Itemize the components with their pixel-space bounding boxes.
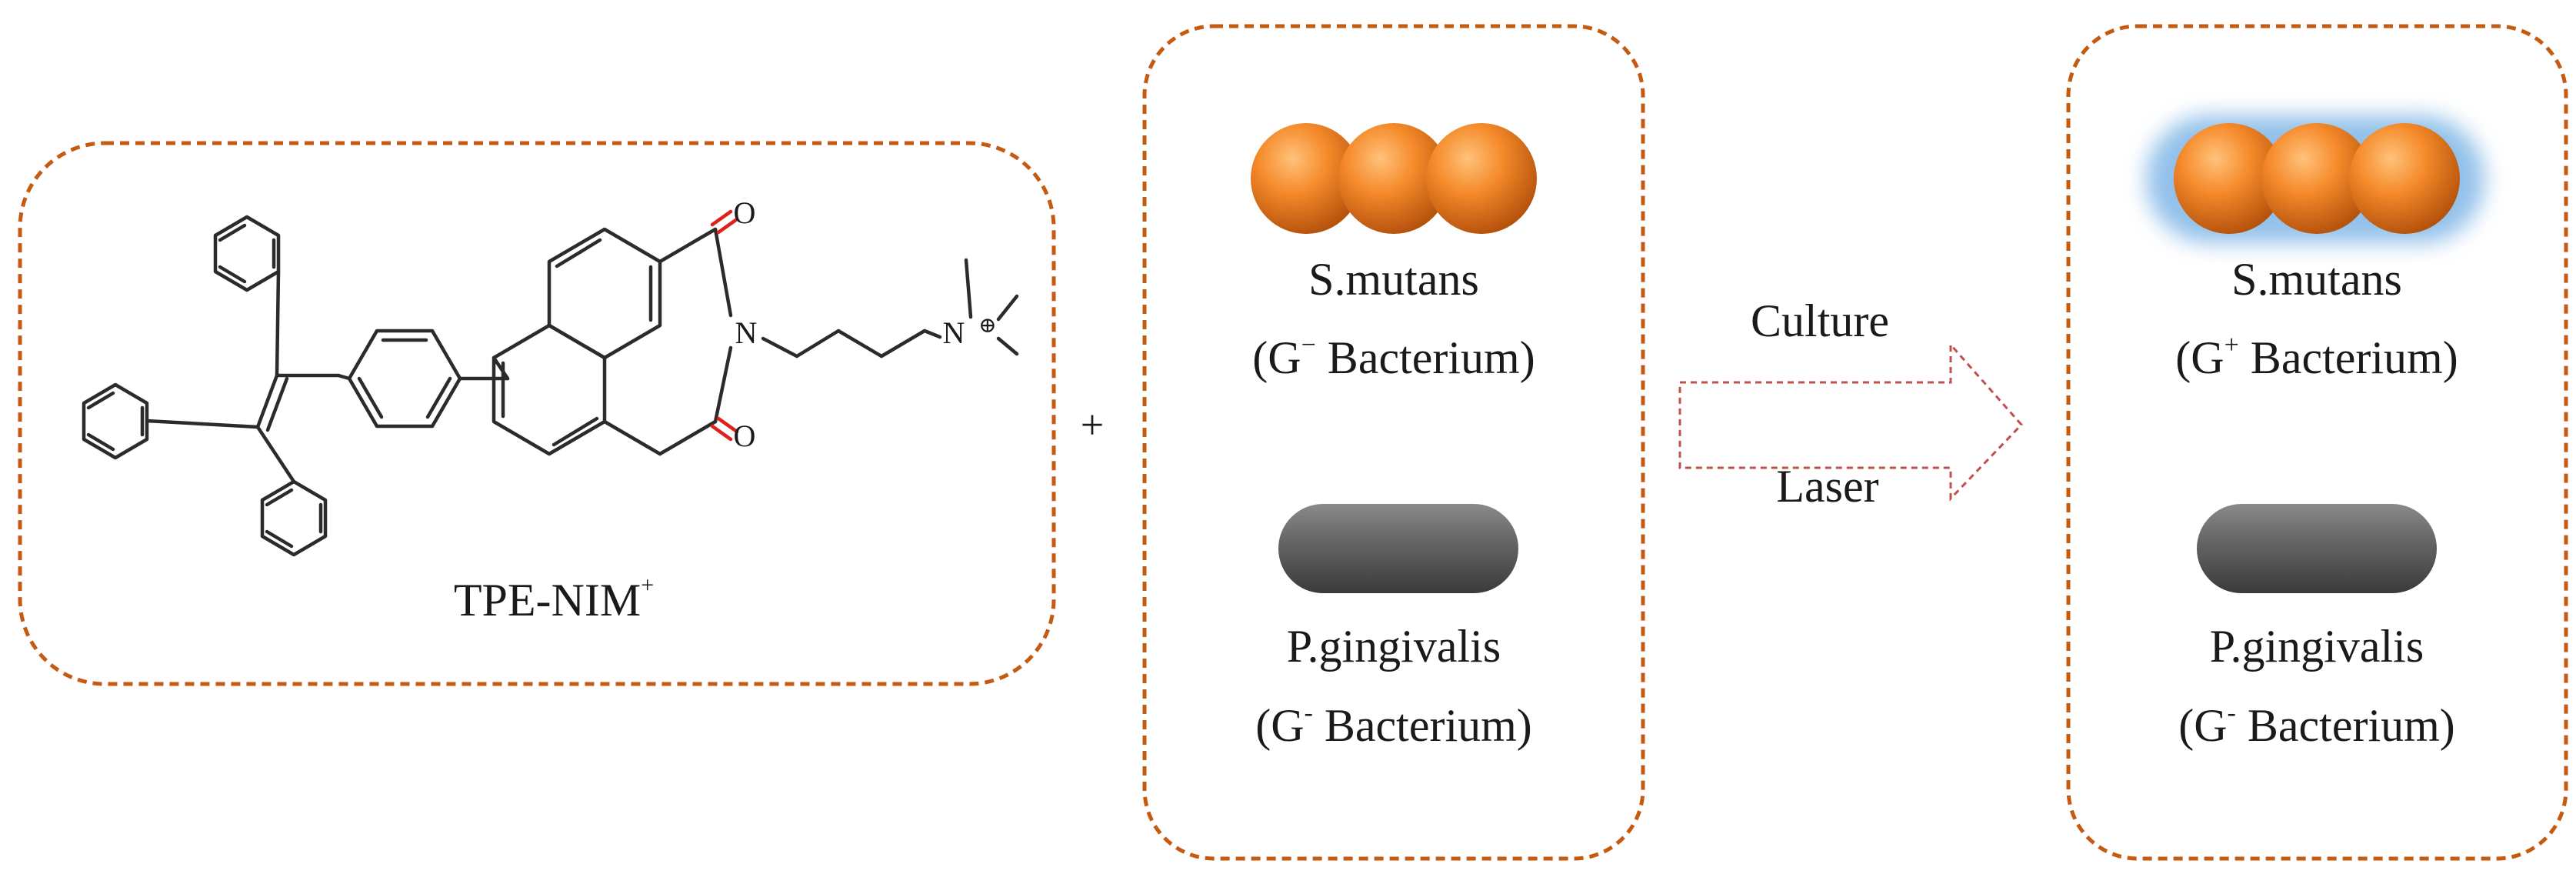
- process-arrow-icon: [1678, 342, 2024, 502]
- naphthalimide-core: [492, 227, 733, 456]
- s-mutans-cocci-after-glowing: [2146, 115, 2484, 243]
- after-s-mutans-name: S.mutans: [2231, 254, 2402, 305]
- oxygen-atom-top: O: [734, 195, 756, 230]
- p-gingivalis-rod-before: [1278, 504, 1518, 593]
- before-panel: [1142, 24, 1645, 861]
- before-p-gingivalis-name: P.gingivalis: [1287, 621, 1501, 672]
- oxygen-atom-bottom: O: [734, 419, 756, 453]
- phenyl-ring-top: [213, 215, 281, 292]
- phenyl-ring-bottom: [260, 479, 328, 557]
- process-label-culture: Culture: [1751, 295, 1889, 346]
- compound-name-text: TPE-NIM: [454, 575, 641, 625]
- before-p-gingivalis-gram: (G- Bacterium): [1255, 699, 1532, 751]
- compound-name: TPE-NIM+: [454, 572, 654, 625]
- p-gingivalis-rod-after: [2197, 504, 2437, 593]
- phenylene-ring: [347, 329, 462, 429]
- compound-charge-superscript: +: [641, 572, 654, 598]
- after-panel: [2066, 24, 2568, 861]
- process-label-laser: Laser: [1776, 461, 1878, 512]
- ammonium-nitrogen-atom: N: [943, 315, 965, 350]
- after-p-gingivalis-name: P.gingivalis: [2210, 621, 2424, 672]
- before-s-mutans-name: S.mutans: [1308, 254, 1479, 305]
- s-mutans-cocci-before: [1251, 123, 1537, 234]
- compound-panel: [18, 141, 1056, 686]
- chemical-structure: [82, 209, 1019, 557]
- plus-sign: +: [1081, 402, 1104, 448]
- after-s-mutans-gram: (G+ Bacterium): [2175, 331, 2458, 383]
- positive-charge-icon: ⊕: [978, 314, 996, 338]
- after-p-gingivalis-gram: (G- Bacterium): [2178, 699, 2455, 751]
- before-s-mutans-gram: (G− Bacterium): [1252, 331, 1535, 383]
- imide-nitrogen-atom: N: [735, 315, 758, 350]
- phenyl-ring-left: [82, 382, 149, 460]
